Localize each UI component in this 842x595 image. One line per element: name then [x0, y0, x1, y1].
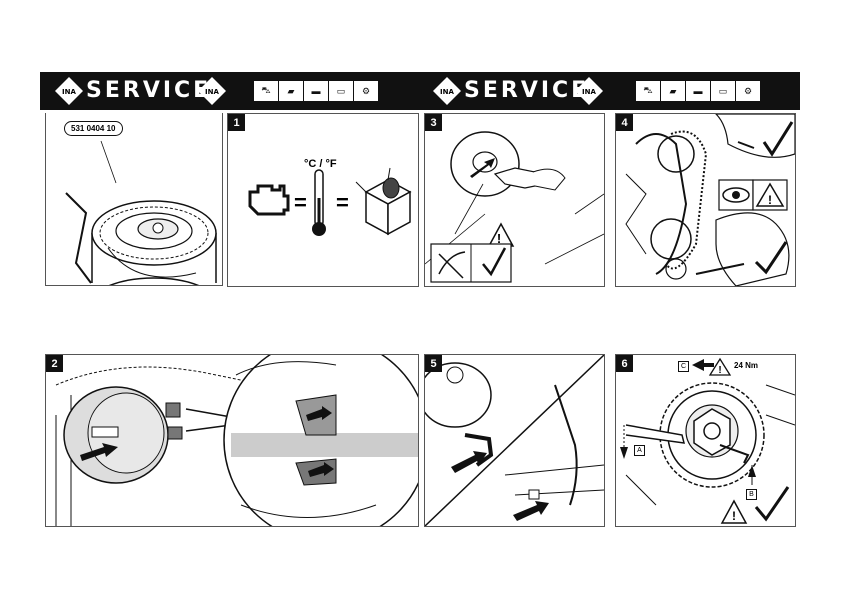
step-number: 3 — [425, 114, 442, 131]
logo-text: INA — [582, 88, 596, 96]
marker-a: A — [634, 445, 645, 456]
warning-icon — [755, 182, 785, 207]
service-title: SERVICE — [464, 78, 590, 103]
step-number: 4 — [616, 114, 633, 131]
marker-c: C — [678, 361, 689, 372]
logo-text: INA — [205, 88, 219, 96]
marker-b: B — [746, 489, 757, 500]
logo-text: INA — [62, 88, 76, 96]
car-icon: ⛍ — [636, 81, 661, 101]
svg-text:!: ! — [497, 231, 501, 246]
step-number: 5 — [425, 355, 442, 372]
arrow-icon — [80, 443, 118, 461]
ina-logo-icon: INA — [433, 77, 461, 105]
equals-sign: = — [294, 190, 307, 215]
panel-step-4: 4 ! — [615, 113, 796, 287]
vehicle-type-strip: ⛍ ▰ ▬ ▭ ⚙ — [254, 81, 378, 101]
panel-step-3: 3 ! — [424, 113, 605, 287]
service-title: SERVICE — [86, 78, 212, 103]
arrow-icon — [470, 158, 495, 178]
tensioner-illustration — [65, 140, 217, 285]
svg-text:!: ! — [718, 365, 721, 376]
temperature-units-label: °C / °F — [304, 158, 337, 170]
step-3-illustration: ! — [425, 131, 604, 283]
ina-logo-icon: INA — [198, 77, 226, 105]
arrow-icon — [451, 451, 487, 473]
truck-icon: ▬ — [686, 81, 711, 101]
part-number-label: 531 0404 10 — [64, 121, 123, 136]
warning-icon — [708, 357, 732, 376]
equals-sign: = — [336, 190, 349, 215]
panel-step-5: 5 — [424, 354, 605, 527]
step-number: 2 — [46, 355, 63, 372]
step-6-illustration: ! ! — [620, 357, 795, 524]
check-icon — [482, 247, 507, 277]
step-4-illustration: ! — [625, 114, 795, 286]
cross-icon — [438, 251, 466, 279]
car-icon: ⛍ — [254, 81, 279, 101]
svg-text:!: ! — [732, 509, 736, 523]
bus-icon: ▭ — [711, 81, 736, 101]
box-belt-icon — [355, 167, 412, 236]
vehicle-type-strip: ⛍ ▰ ▬ ▭ ⚙ — [636, 81, 760, 101]
thermometer-icon — [312, 169, 326, 236]
panel-step-2: 2 — [45, 354, 419, 527]
step-number: 6 — [616, 355, 633, 372]
ina-logo-icon: INA — [55, 77, 83, 105]
arrow-icon — [692, 359, 714, 371]
ina-logo-icon: INA — [575, 77, 603, 105]
step-number: 1 — [228, 114, 245, 131]
panel-step-6: 6 24 Nm C A B ! ! — [615, 354, 796, 527]
tractor-icon: ⚙ — [361, 85, 371, 96]
truck-icon: ▬ — [304, 81, 329, 101]
check-icon — [754, 486, 790, 522]
engine-icon — [248, 184, 290, 216]
svg-text:!: ! — [768, 193, 772, 207]
check-icon — [754, 241, 788, 275]
step-5-illustration — [425, 355, 604, 526]
warning-icon — [720, 499, 748, 524]
arrow-icon — [513, 501, 549, 521]
torque-value-label: 24 Nm — [734, 361, 759, 370]
check-icon — [762, 121, 794, 157]
step-1-illustration: = = — [248, 167, 412, 236]
service-banner-right: INA SERVICE INA ⛍ ▰ ▬ ▭ ⚙ — [422, 72, 800, 110]
tractor-icon: ⚙ — [743, 85, 753, 96]
bus-icon: ▭ — [329, 81, 354, 101]
step-2-illustration — [55, 355, 418, 526]
panel-part-tensioner: 531 0404 10 — [45, 113, 223, 286]
van-icon: ▰ — [661, 81, 686, 101]
van-icon: ▰ — [279, 81, 304, 101]
panel-step-1: 1 °C / °F = = — [227, 113, 419, 287]
arrow-icon — [620, 447, 628, 459]
service-banner-left: INA SERVICE INA ⛍ ▰ ▬ ▭ ⚙ — [40, 72, 422, 110]
logo-text: INA — [440, 88, 454, 96]
